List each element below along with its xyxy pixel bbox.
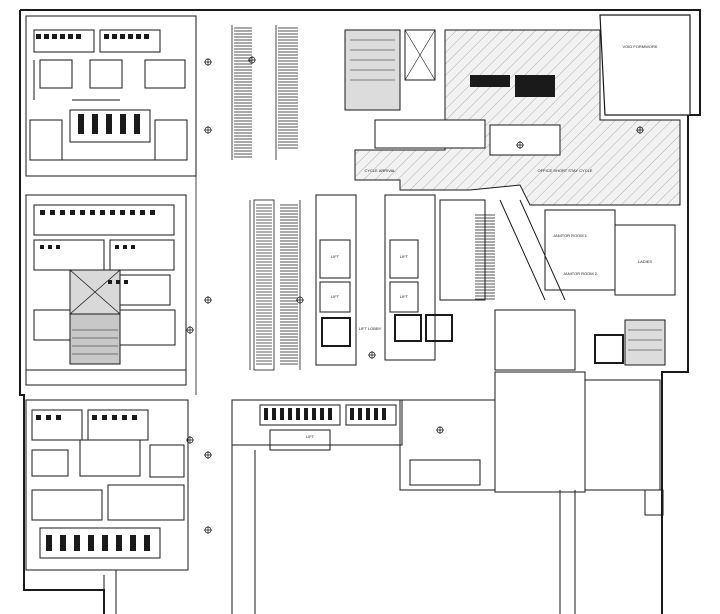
- label-office-short-stay-cycle: OFFICE SHORT STAY CYCLE: [538, 168, 593, 173]
- column-markers: [186, 56, 644, 534]
- cycle-arrival-zone: [354, 29, 681, 206]
- south-west-wing: [25, 399, 189, 614]
- south-central-desks: [264, 408, 386, 420]
- label-lift-3: LIFT: [400, 254, 409, 259]
- west-wing-stair: [69, 269, 121, 365]
- plan-labels: VOID FORMWORK CYCLE ARRIVAL OFFICE SHORT…: [306, 44, 658, 439]
- north-west-wing: [25, 15, 197, 177]
- column-marker: [186, 326, 194, 334]
- central-parking-racks: [195, 16, 301, 395]
- label-lift-2: LIFT: [331, 294, 340, 299]
- south-west-desks: [36, 415, 150, 551]
- north-stair-core: [344, 29, 436, 111]
- label-lift-1: LIFT: [331, 254, 340, 259]
- lift-core: [315, 194, 486, 366]
- column-marker: [204, 451, 212, 459]
- column-marker: [636, 126, 644, 134]
- label-lift-5: LIFT: [306, 434, 315, 439]
- label-ladies: LADIES: [638, 259, 653, 264]
- label-janitor-room-2: JANITOR ROOM 2: [563, 271, 598, 276]
- label-void-formwork: VOID FORMWORK: [622, 44, 657, 49]
- column-marker: [204, 58, 212, 66]
- column-marker: [204, 296, 212, 304]
- column-marker: [248, 56, 256, 64]
- north-west-desks: [36, 34, 149, 134]
- column-marker: [204, 526, 212, 534]
- label-lift-4: LIFT: [400, 294, 409, 299]
- south-central-block: [231, 399, 496, 614]
- void-formwork: [599, 14, 691, 116]
- column-marker: [296, 296, 304, 304]
- label-lift-lobby: LIFT LOBBY: [359, 326, 382, 331]
- label-janitor-room-1: JANITOR ROOM 1: [553, 233, 588, 238]
- column-marker: [186, 436, 194, 444]
- column-marker: [436, 426, 444, 434]
- east-rooms: [499, 199, 676, 366]
- west-wing-desks: [40, 210, 155, 284]
- column-marker: [368, 351, 376, 359]
- column-marker: [516, 141, 524, 149]
- label-cycle-arrival: CYCLE ARRIVAL: [364, 168, 396, 173]
- south-east-area: [494, 309, 664, 614]
- column-marker: [204, 126, 212, 134]
